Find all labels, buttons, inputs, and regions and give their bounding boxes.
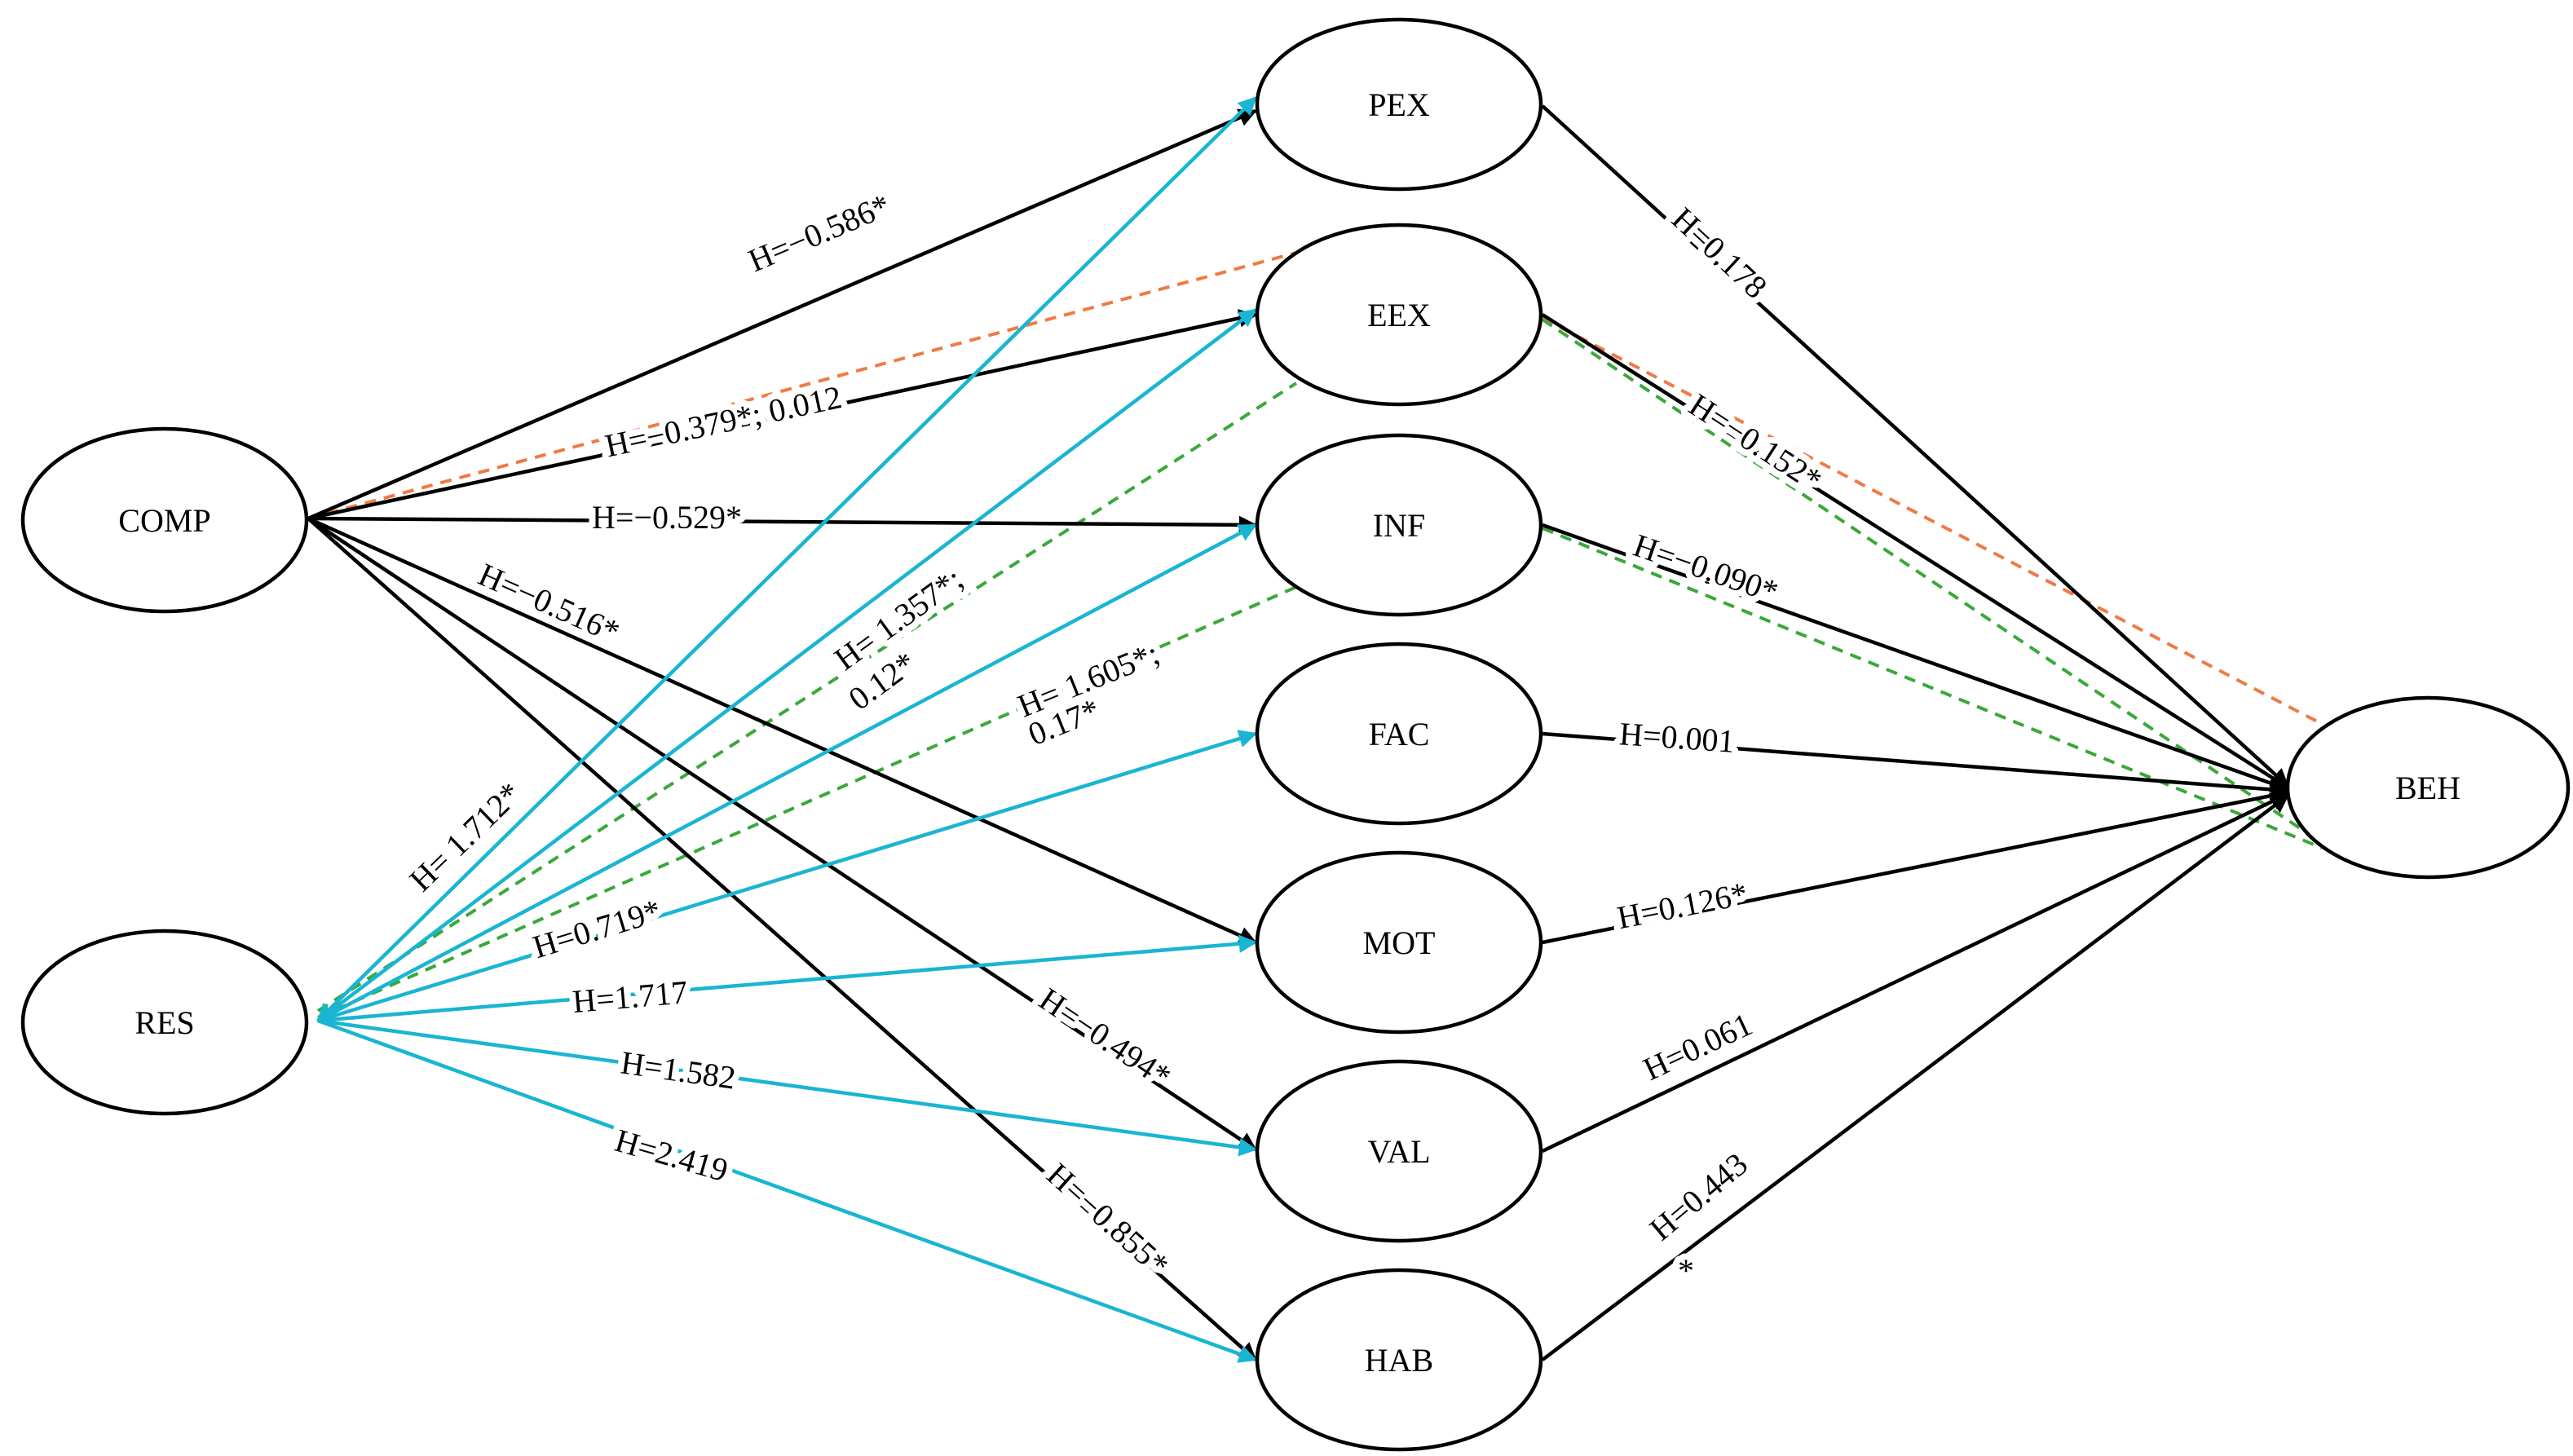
- node-beh: BEH: [2285, 695, 2571, 880]
- label-res-val: H=1.582: [619, 1044, 738, 1096]
- label-comp-eex: H=−0.379*; 0.012: [602, 378, 845, 464]
- label-inf-beh: H=−0.090*: [1629, 527, 1783, 610]
- comp-paths: [307, 108, 1258, 1361]
- res-paths: [316, 96, 1258, 1363]
- label-comp-inf: H=−0.529*: [592, 499, 742, 536]
- edge-mot-beh: [1542, 786, 2290, 945]
- label-res-hab: H=2.419: [611, 1122, 732, 1189]
- node-fac: FAC: [1255, 642, 1543, 826]
- nodes: COMP RES PEX EEX INF FAC MOT VAL: [20, 17, 2571, 1452]
- node-label-mot: MOT: [1363, 924, 1436, 961]
- label-hab-beh-1: H=0.443: [1643, 1145, 1754, 1247]
- edge-res-fac: [317, 730, 1258, 1023]
- label-res-fac: H=0.719*: [528, 892, 665, 965]
- node-hab: HAB: [1255, 1268, 1543, 1452]
- edge-pex-beh: [1541, 104, 2289, 788]
- node-label-eex: EEX: [1367, 297, 1431, 333]
- node-label-res: RES: [135, 1004, 194, 1041]
- edge-val-beh: [1542, 792, 2290, 1154]
- beh-paths: [1541, 104, 2290, 1361]
- label-mot-beh: H=0.126*: [1614, 875, 1750, 936]
- edge-res-mot: [317, 934, 1258, 1023]
- edge-res-eex: [316, 308, 1257, 1022]
- node-res: RES: [20, 929, 309, 1116]
- orange-dash-eex-beh: [1542, 316, 2323, 726]
- edge-hab-beh: [1541, 794, 2289, 1361]
- label-comp-pex: H=−0.586*: [743, 187, 895, 279]
- node-inf: INF: [1255, 433, 1543, 617]
- edge-eex-beh: [1541, 313, 2289, 789]
- edge-res-hab: [317, 1018, 1258, 1363]
- node-label-hab: HAB: [1365, 1342, 1433, 1379]
- edge-inf-beh: [1542, 523, 2290, 792]
- node-label-comp: COMP: [118, 502, 210, 539]
- node-val: VAL: [1255, 1059, 1543, 1243]
- label-comp-hab: H=−0.855*: [1040, 1156, 1176, 1284]
- label-hab-beh-2: *: [1678, 1252, 1694, 1289]
- node-pex: PEX: [1255, 17, 1543, 192]
- node-comp: COMP: [20, 426, 309, 614]
- label-fac-beh: H=0.001: [1618, 715, 1736, 760]
- label-comp-val: H=−0.494*: [1033, 981, 1178, 1095]
- node-label-val: VAL: [1367, 1133, 1430, 1170]
- edge-comp-inf: [307, 515, 1258, 535]
- node-label-fac: FAC: [1369, 716, 1430, 752]
- edge-res-val: [317, 1018, 1258, 1157]
- edge-fac-beh: [1542, 731, 2290, 799]
- node-label-beh: BEH: [2395, 770, 2460, 806]
- label-eex-beh: H=−0.152*: [1683, 386, 1829, 499]
- label-res-mot: H=1.717: [571, 973, 689, 1020]
- node-label-inf: INF: [1373, 507, 1425, 544]
- green-dash-inf-beh: [1542, 527, 2323, 849]
- label-res-pex: H= 1.712*: [402, 775, 528, 898]
- label-pex-beh: H=0.178: [1665, 200, 1774, 305]
- node-label-pex: PEX: [1368, 86, 1430, 123]
- edge-comp-pex: [307, 108, 1258, 521]
- edge-res-inf: [316, 523, 1257, 1022]
- node-mot: MOT: [1255, 850, 1543, 1035]
- node-eex: EEX: [1255, 223, 1543, 407]
- edge-res-pex: [316, 96, 1257, 1022]
